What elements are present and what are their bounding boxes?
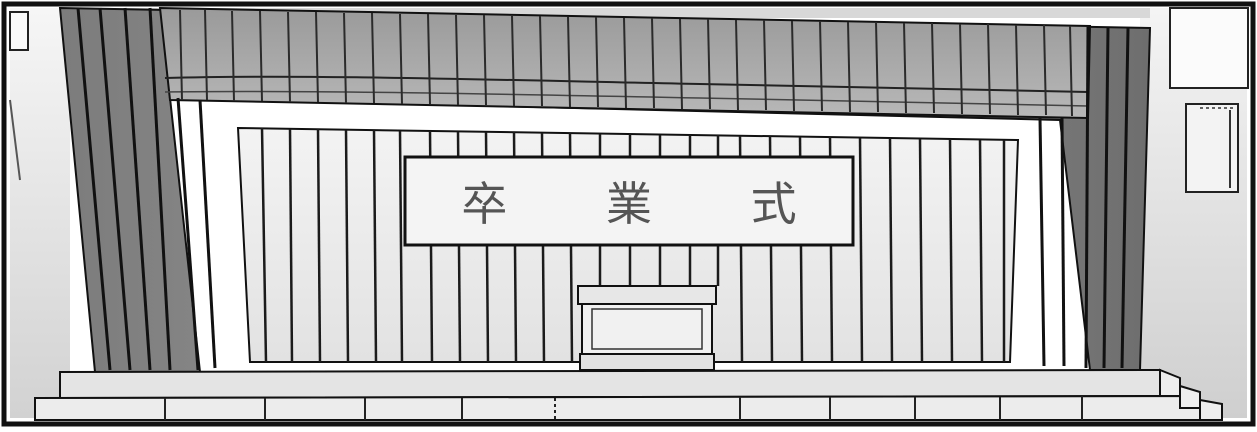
podium xyxy=(577,285,717,371)
valance-folds xyxy=(179,9,1073,117)
left-wall-edge xyxy=(9,99,21,181)
left-wall-sign xyxy=(9,11,29,51)
right-curtain-folds xyxy=(1038,26,1130,369)
stage-steps xyxy=(1159,368,1223,421)
graduation-banner xyxy=(403,155,855,247)
right-wall-panel xyxy=(1169,7,1249,89)
left-wall xyxy=(10,8,70,418)
proscenium-top xyxy=(60,8,1150,18)
stage-floor xyxy=(59,368,1161,400)
left-curtain-folds xyxy=(76,7,217,371)
stage-panel-lines xyxy=(164,396,1083,420)
stage-front xyxy=(34,394,1201,421)
